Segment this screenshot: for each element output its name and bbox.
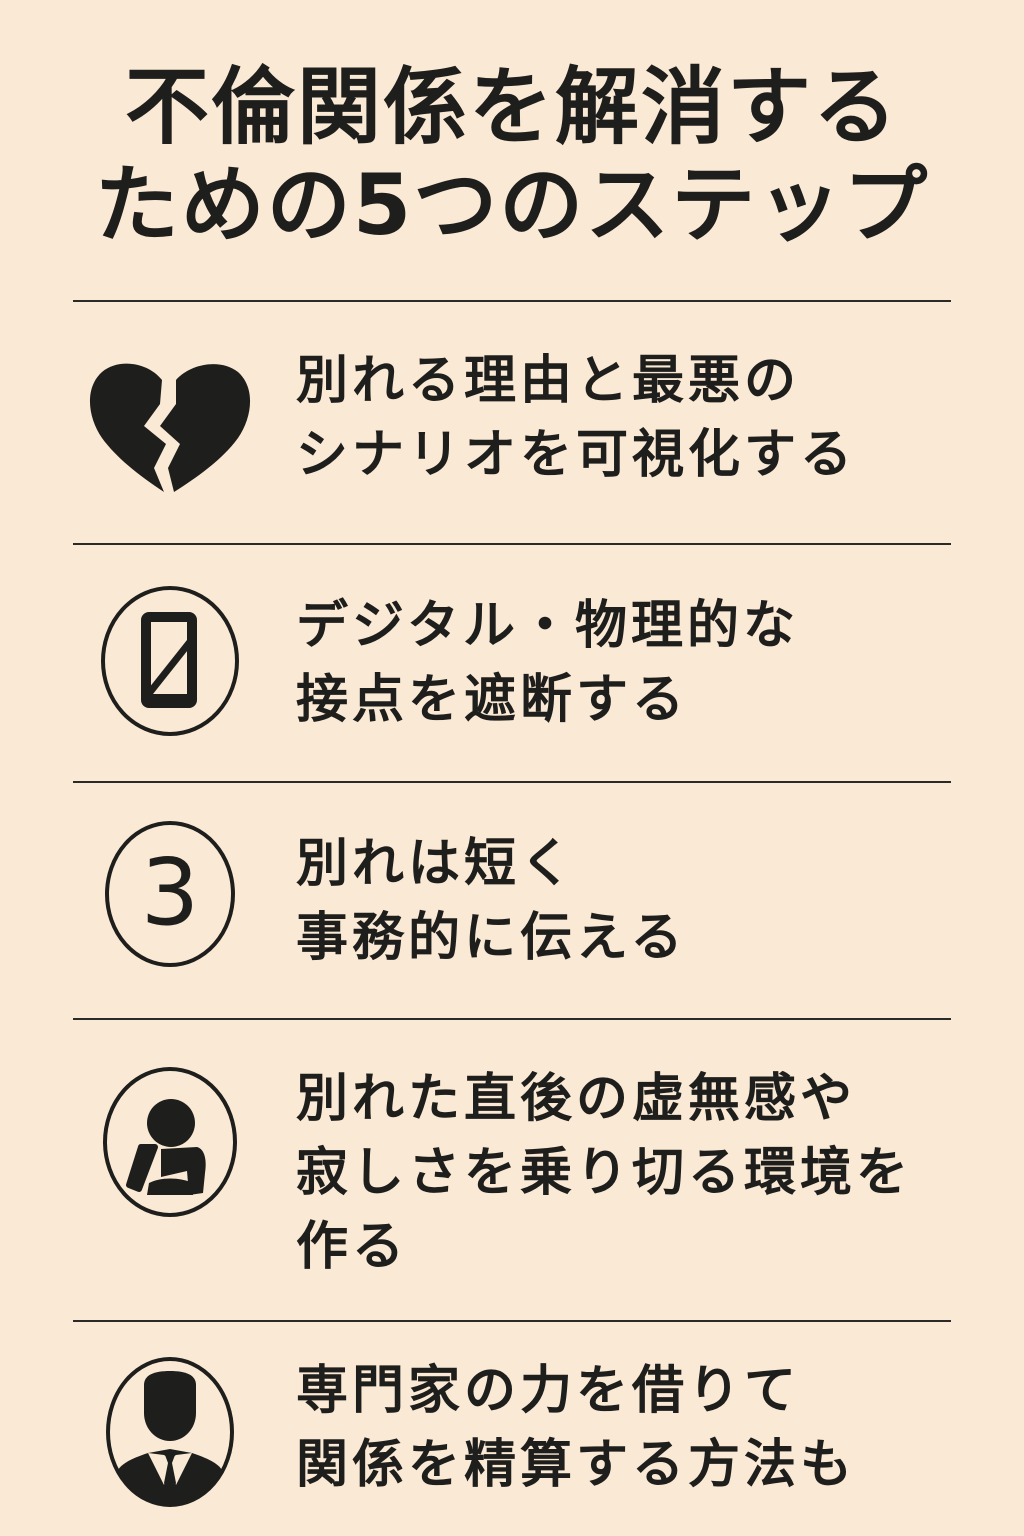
step-1-line-1: 別れる理由と最悪の (296, 351, 801, 411)
step-2-line-2: 接点を遮断する (296, 670, 689, 730)
step-1-text: 別れる理由と最悪の シナリオを可視化する (296, 344, 956, 492)
divider (73, 781, 951, 783)
step-1-line-2: シナリオを可視化する (296, 425, 857, 485)
step-4-line-2: 寂しさを乗り切る環境を (296, 1143, 913, 1203)
step-3-text: 別れは短く 事務的に伝える (296, 827, 956, 975)
divider (73, 1320, 951, 1322)
step-5-line-1: 専門家の力を借りて (296, 1361, 801, 1421)
divider (73, 300, 951, 302)
lonely-person-icon (80, 1062, 260, 1222)
step-5: 専門家の力を借りて 関係を精算する方法も (0, 1322, 1024, 1536)
step-5-text: 専門家の力を借りて 関係を精算する方法も (296, 1354, 956, 1502)
svg-text:3: 3 (141, 839, 200, 946)
broken-heart-icon (80, 357, 260, 497)
professional-person-icon (80, 1352, 260, 1512)
step-2-text: デジタル・物理的な 接点を遮断する (296, 589, 956, 737)
step-4-line-3: 作る (296, 1217, 409, 1277)
step-3: 3 別れは短く 事務的に伝える (0, 783, 1024, 1018)
step-4: 別れた直後の虚無感や 寂しさを乗り切る環境を 作る (0, 1020, 1024, 1320)
page-title: 不倫関係を解消する ための5つのステップ (0, 58, 1024, 254)
title-line-1: 不倫関係を解消する (124, 58, 899, 156)
divider (73, 543, 951, 545)
step-2: デジタル・物理的な 接点を遮断する (0, 545, 1024, 781)
step-4-text: 別れた直後の虚無感や 寂しさを乗り切る環境を 作る (296, 1062, 956, 1284)
title-line-2: ための5つのステップ (94, 156, 930, 254)
step-3-line-2: 事務的に伝える (296, 908, 687, 968)
divider (73, 1018, 951, 1020)
step-4-line-1: 別れた直後の虚無感や (296, 1069, 857, 1129)
step-5-line-2: 関係を精算する方法も (296, 1435, 857, 1495)
no-phone-icon (80, 581, 260, 741)
circled-number-three-icon: 3 (80, 819, 260, 969)
step-3-line-1: 別れは短く (296, 834, 577, 894)
step-2-line-1: デジタル・物理的な (296, 596, 799, 656)
step-1: 別れる理由と最悪の シナリオを可視化する (0, 302, 1024, 543)
